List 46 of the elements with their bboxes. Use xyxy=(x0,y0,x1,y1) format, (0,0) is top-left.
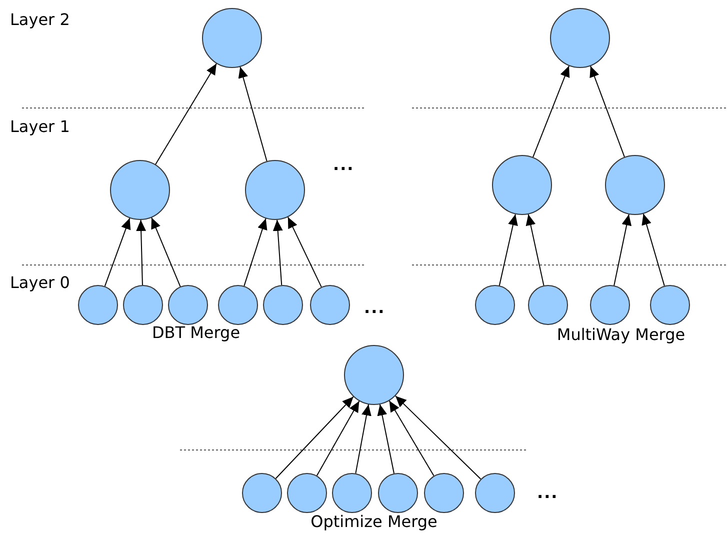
circle-node xyxy=(168,285,208,325)
ellipsis: ... xyxy=(537,483,558,503)
arrow xyxy=(590,66,625,158)
circle-node xyxy=(78,285,118,325)
arrow xyxy=(104,218,131,287)
arrow xyxy=(377,404,395,474)
circle-node xyxy=(332,473,372,513)
arrow xyxy=(238,66,268,162)
circle-node xyxy=(310,285,350,325)
layer-label: Layer 2 xyxy=(10,10,70,30)
circle-node xyxy=(528,285,568,325)
layer-label: Layer 1 xyxy=(10,117,70,137)
layer-label: Layer 0 xyxy=(10,273,70,293)
diagram-caption: Optimize Merge xyxy=(310,512,438,532)
arrow xyxy=(532,65,570,158)
circle-node xyxy=(650,285,690,325)
diagram-caption: DBT Merge xyxy=(152,323,240,343)
arrow xyxy=(394,395,482,480)
arrow xyxy=(151,217,181,288)
arrow xyxy=(526,214,544,286)
arrow xyxy=(614,214,632,286)
arrow xyxy=(155,63,217,165)
ellipsis: ... xyxy=(364,298,386,318)
arrow xyxy=(642,213,665,286)
circle-node xyxy=(424,473,464,513)
circle-node xyxy=(378,473,418,513)
circle-node xyxy=(475,285,515,325)
circle-node xyxy=(590,285,630,325)
circle-node xyxy=(123,285,163,325)
arrow xyxy=(272,219,283,286)
circle-node xyxy=(242,473,282,513)
circle-node xyxy=(287,473,327,513)
arrow xyxy=(275,396,354,479)
arrow xyxy=(316,400,360,476)
arrow xyxy=(244,218,268,286)
ellipsis: ... xyxy=(333,155,354,175)
arrow xyxy=(287,216,322,288)
circle-node xyxy=(475,473,515,513)
arrow xyxy=(355,404,372,474)
diagram-caption: MultiWay Merge xyxy=(556,325,686,345)
arrow xyxy=(388,400,434,476)
arrow xyxy=(498,214,518,286)
arrow xyxy=(136,220,146,286)
circle-node xyxy=(218,285,258,325)
circle-node xyxy=(263,285,303,325)
circle-node xyxy=(344,345,404,405)
